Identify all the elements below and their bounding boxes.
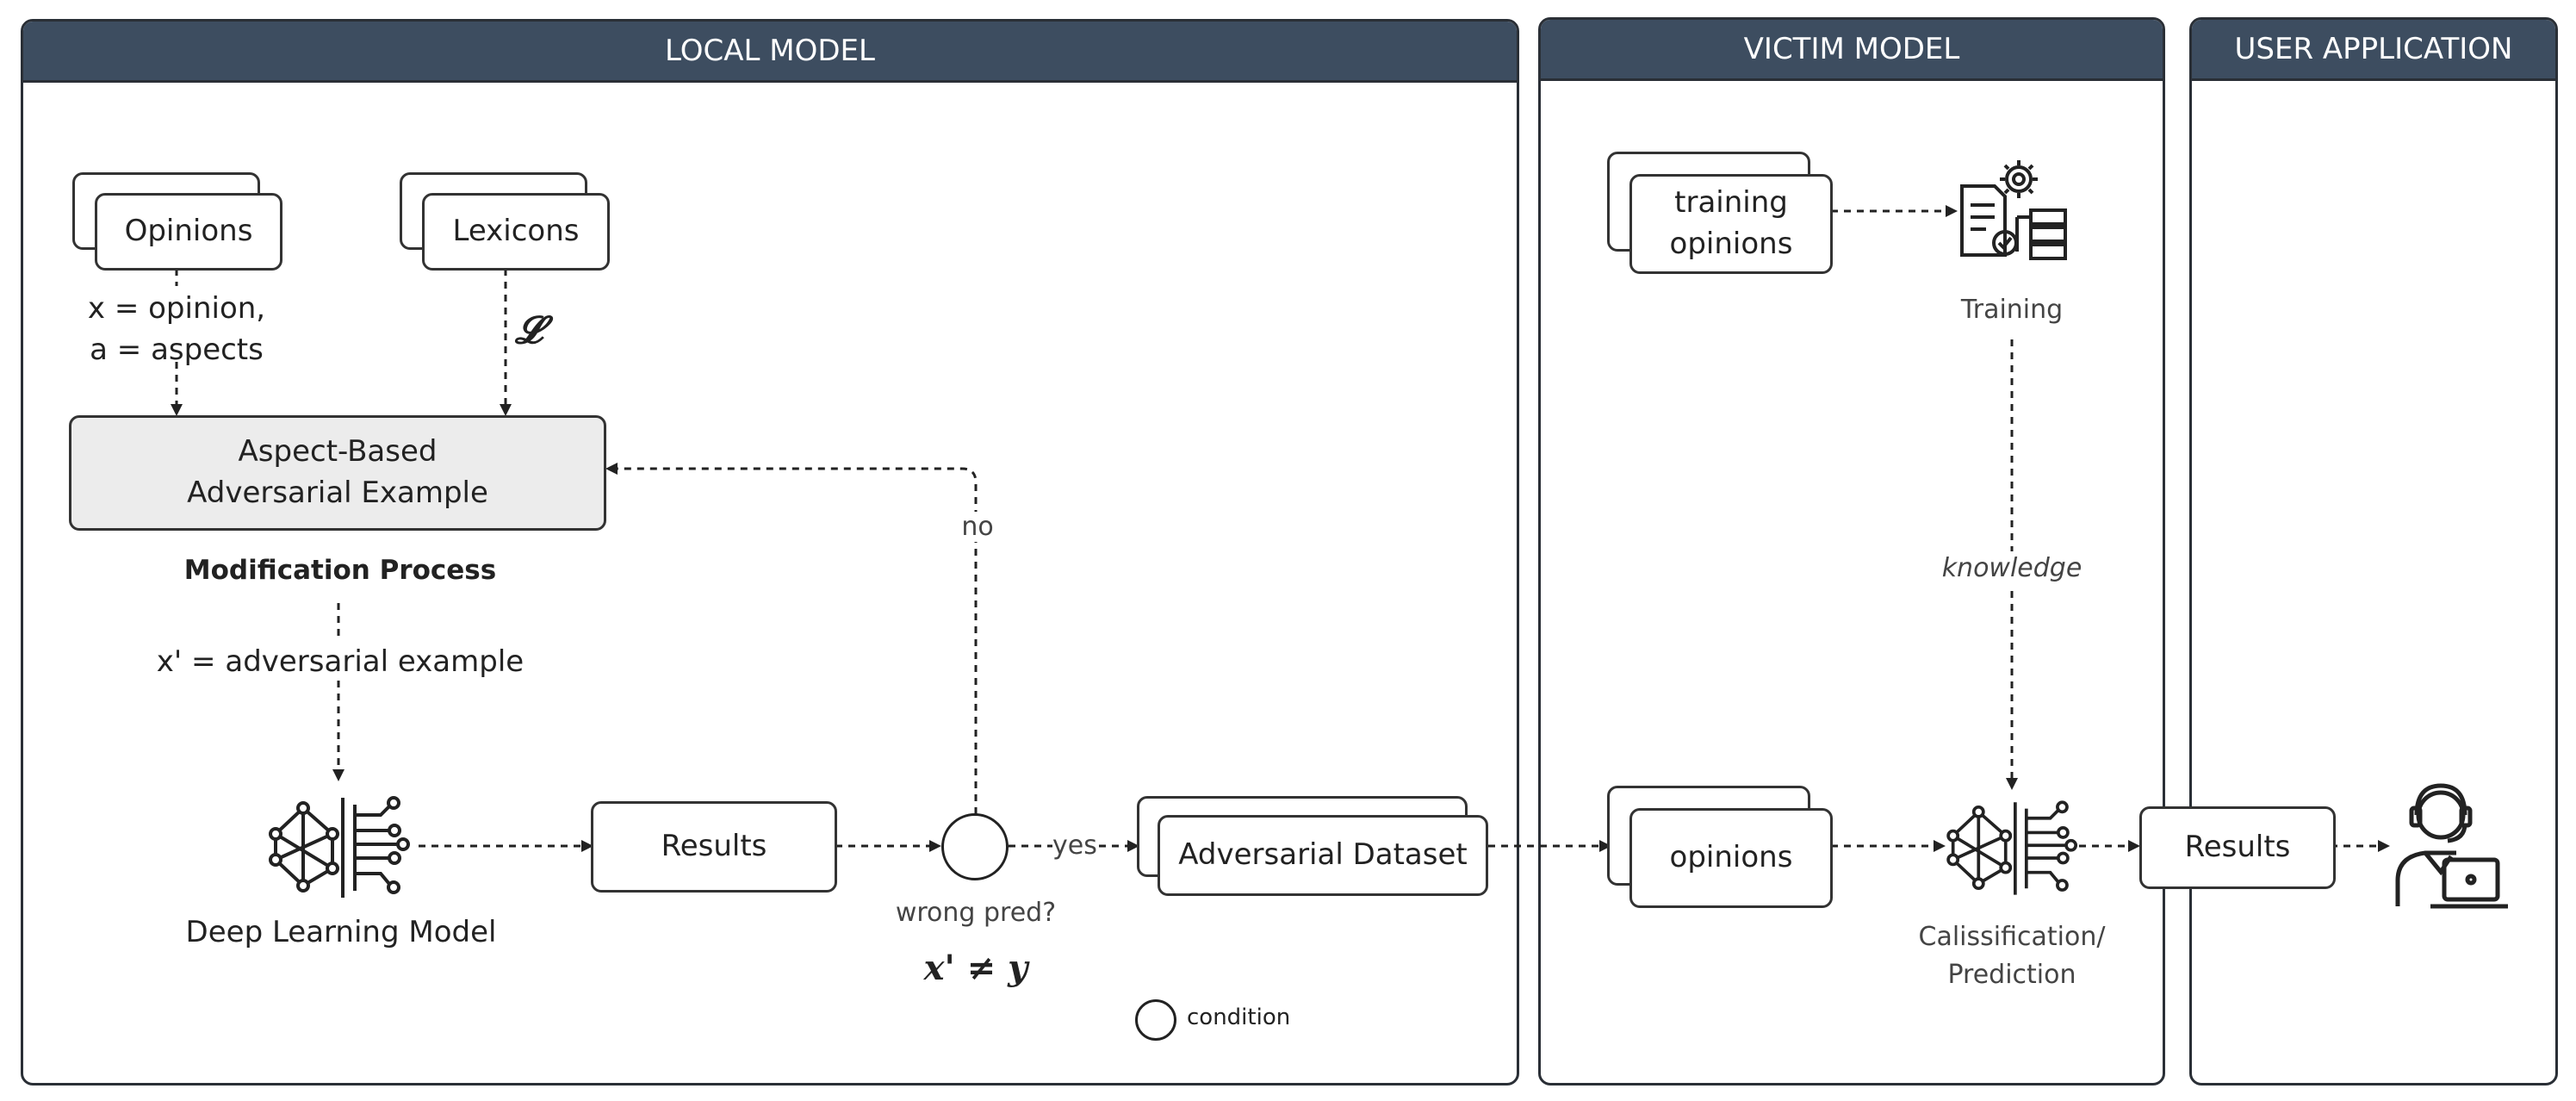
yes-label: yes — [1052, 830, 1097, 861]
victim-opinions-stack: opinions — [1607, 786, 1833, 908]
training-opinions-stack: training opinions — [1607, 152, 1833, 274]
training-opinions-box: training opinions — [1629, 174, 1833, 274]
local-results-box: Results — [591, 801, 837, 893]
user-application-header: USER APPLICATION — [2192, 20, 2555, 81]
user-results-box: Results — [2139, 806, 2336, 889]
opinions-box: Opinions — [95, 193, 282, 271]
aspect-line1: Aspect-Based — [238, 434, 438, 470]
victim-model-header: VICTIM MODEL — [1541, 20, 2163, 81]
wrong-pred-condition-circle — [941, 813, 1009, 880]
user-laptop-icon — [2395, 783, 2508, 909]
x-opinion-label: x = opinion, — [87, 291, 266, 326]
deep-learning-model-label: Deep Learning Model — [185, 915, 497, 949]
aspect-based-adversarial-box: Aspect-Based Adversarial Example — [69, 415, 606, 531]
training-opinions-line1: training — [1674, 185, 1788, 221]
training-opinions-line2: opinions — [1669, 227, 1793, 261]
a-aspects-label: a = aspects — [90, 333, 264, 367]
aspect-line2: Adversarial Example — [187, 476, 488, 510]
lexicons-box: Lexicons — [422, 193, 610, 271]
x-neq-y-formula: x' ≠ y — [923, 948, 1028, 988]
x-prime-label: x' = adversarial example — [156, 644, 525, 679]
local-model-header: LOCAL MODEL — [23, 22, 1517, 83]
no-label: no — [956, 512, 999, 542]
condition-legend-label: condition — [1187, 1005, 1291, 1030]
classifier-neural-network-icon — [1946, 800, 2078, 895]
classification-label-line1: Calissification/ — [1918, 922, 2106, 952]
condition-legend-circle — [1135, 999, 1176, 1041]
wrong-pred-label: wrong pred? — [895, 898, 1057, 928]
neural-network-icon — [269, 796, 410, 898]
adversarial-dataset-box: Adversarial Dataset — [1158, 815, 1488, 896]
lexicon-symbol: 𝓛 — [515, 308, 543, 352]
modification-process-label: Modification Process — [183, 555, 497, 586]
training-document-gear-icon — [1960, 160, 2067, 260]
opinions-stack: Opinions — [72, 172, 284, 272]
classification-label-line2: Prediction — [1947, 960, 2076, 990]
adversarial-dataset-stack: Adversarial Dataset — [1137, 796, 1490, 899]
lexicons-stack: Lexicons — [400, 172, 611, 272]
knowledge-label: knowledge — [1941, 553, 2083, 583]
training-label: Training — [1960, 295, 2064, 325]
victim-opinions-box: opinions — [1629, 808, 1833, 908]
